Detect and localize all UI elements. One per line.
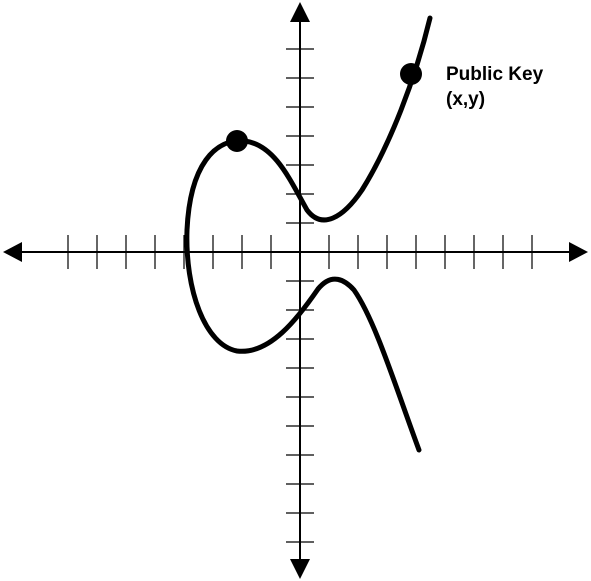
public-key-label-line2: (x,y) xyxy=(446,89,486,110)
y-axis-bottom-arrow xyxy=(290,559,310,579)
y-axis-top-arrow xyxy=(290,2,310,22)
public-key-label-line1: Public Key xyxy=(446,64,544,85)
x-axis-ticks xyxy=(67,235,533,269)
upper-left-point xyxy=(226,130,248,152)
x-axis-left-arrow xyxy=(3,242,22,262)
x-axis-right-arrow xyxy=(569,242,588,262)
elliptic-curve-upper-branch xyxy=(184,15,433,453)
axes xyxy=(3,2,588,579)
public-key-label: Public Key (x,y) xyxy=(446,62,543,112)
public-key-point xyxy=(400,63,422,85)
